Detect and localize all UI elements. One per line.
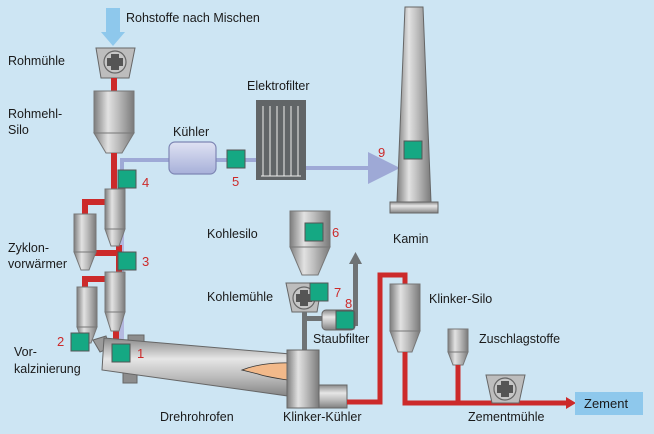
- label-raw-mill: Rohmühle: [8, 54, 65, 68]
- label-product: Zement: [584, 396, 628, 411]
- raw-meal-silo: [93, 90, 135, 154]
- label-clinker-cooler: Klinker-Kühler: [283, 410, 362, 424]
- sensor-number-6: 6: [332, 225, 339, 240]
- sensor-2: [70, 332, 90, 352]
- cross-icon: [107, 54, 123, 70]
- clinker-cooler: [286, 349, 348, 409]
- label-coal-mill: Kohlemühle: [207, 290, 273, 304]
- sensor-9: [403, 140, 423, 160]
- sensor-6: [304, 222, 324, 242]
- sensor-number-5: 5: [232, 174, 239, 189]
- additives-silo: [447, 328, 469, 366]
- cross-icon: [497, 381, 513, 397]
- clinker-flow-line: [347, 272, 408, 405]
- sensor-number-2: 2: [57, 334, 64, 349]
- clinker-silo: [389, 283, 421, 353]
- sensor-5: [226, 149, 246, 169]
- sensor-number-1: 1: [137, 346, 144, 361]
- cooler: [168, 141, 217, 175]
- label-chimney: Kamin: [393, 232, 428, 246]
- sensor-3: [117, 251, 137, 271]
- sensor-number-4: 4: [142, 175, 149, 190]
- label-coal-silo: Kohlesilo: [207, 227, 258, 241]
- label-electrostatic-filter: Elektrofilter: [247, 79, 310, 93]
- label-raw-meal-silo-1: Rohmehl-: [8, 107, 62, 121]
- raw-mill: [95, 47, 136, 79]
- product-box: [575, 392, 643, 415]
- label-cyclone-1: Zyklon-: [8, 241, 49, 255]
- sensor-number-7: 7: [334, 285, 341, 300]
- label-additives: Zuschlagstoffe: [479, 332, 560, 346]
- label-clinker-silo: Klinker-Silo: [429, 292, 492, 306]
- cross-icon: [296, 290, 312, 306]
- label-dust-filter: Staubfilter: [313, 332, 369, 346]
- flow-arrow-head: [566, 397, 576, 409]
- label-cement-mill: Zementmühle: [468, 410, 544, 424]
- sensor-number-9: 9: [378, 145, 385, 160]
- sensor-7: [309, 282, 329, 302]
- sensor-number-8: 8: [345, 296, 352, 311]
- label-raw-input: Rohstoffe nach Mischen: [126, 11, 260, 25]
- label-raw-meal-silo-2: Silo: [8, 123, 29, 137]
- sensor-4: [117, 169, 137, 189]
- label-precalciner-2: kalzinierung: [14, 362, 81, 376]
- sensor-8: [335, 310, 355, 330]
- sensor-number-3: 3: [142, 254, 149, 269]
- cement-mill: [485, 374, 526, 404]
- label-precalciner-1: Vor-: [14, 345, 37, 359]
- label-rotary-kiln: Drehrohrofen: [160, 410, 234, 424]
- raw-input-arrow: [101, 8, 125, 46]
- label-cyclone-2: vorwärmer: [8, 257, 67, 271]
- electrostatic-filter: [256, 100, 306, 180]
- label-cooler: Kühler: [173, 125, 209, 139]
- sensor-1: [111, 343, 131, 363]
